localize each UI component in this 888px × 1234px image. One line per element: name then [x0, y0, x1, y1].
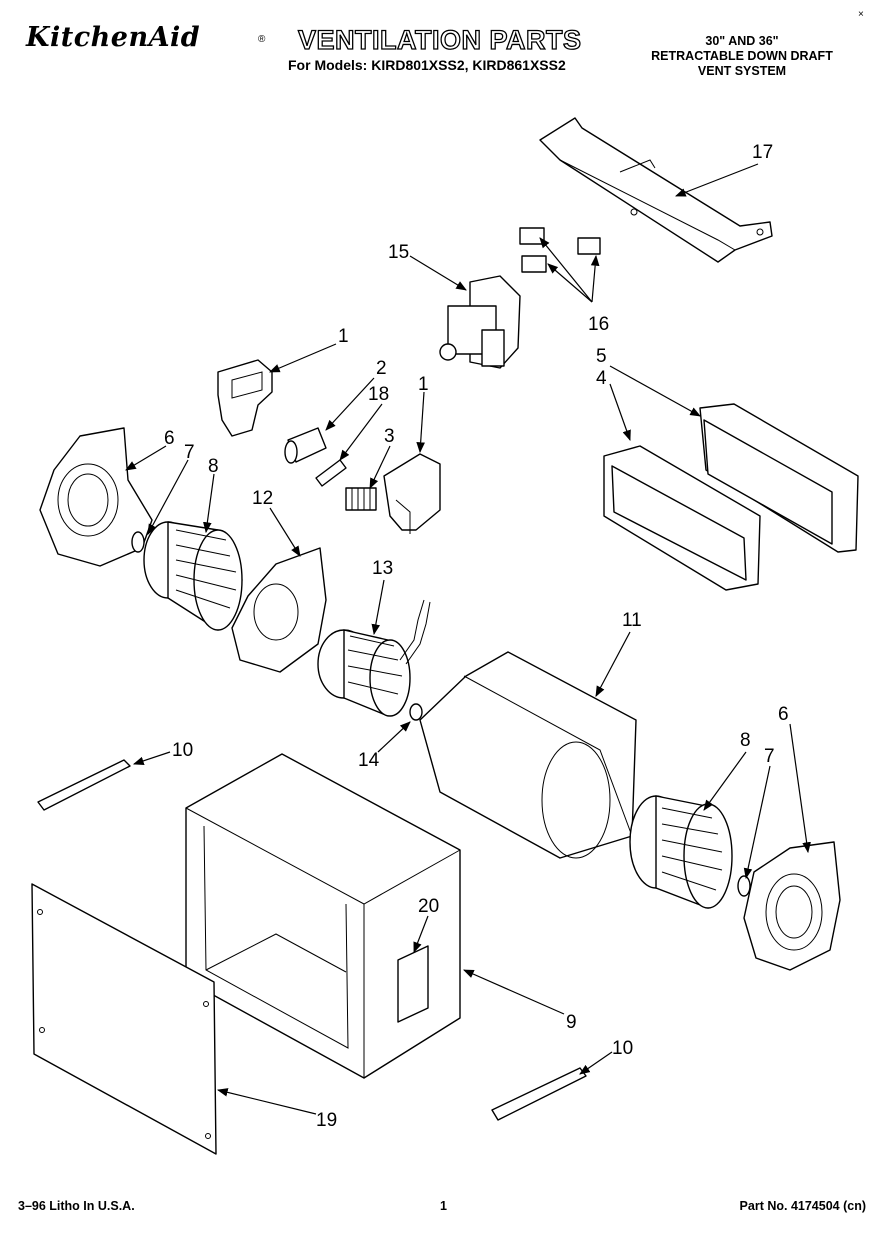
callout-7-right: 7	[764, 746, 775, 767]
callout-6-left: 6	[164, 428, 175, 449]
system-line-2: RETRACTABLE DOWN DRAFT	[651, 49, 833, 63]
part-10-rail-right	[491, 1067, 587, 1121]
brand-logo: KitchenAid	[26, 22, 201, 53]
footer-page-number: 1	[440, 1199, 447, 1213]
part-4-duct-adapter	[603, 445, 761, 591]
callout-5: 5	[596, 346, 607, 367]
part-12-motor-plate	[231, 547, 327, 673]
part-8-wheel-right	[629, 795, 733, 909]
callout-14: 14	[358, 750, 380, 771]
part-18-clip	[315, 459, 347, 487]
callout-8-right: 8	[740, 730, 751, 751]
callout-7-left: 7	[184, 442, 195, 463]
part-14-nut	[409, 703, 423, 721]
callout-20: 20	[418, 896, 439, 917]
part-6-housing-right	[743, 841, 841, 971]
registered-mark: ®	[258, 34, 266, 45]
part-1-relay-lower	[383, 453, 441, 534]
callout-10-right: 10	[612, 1038, 633, 1059]
part-15-transformer	[439, 275, 521, 369]
callout-6-right: 6	[778, 704, 789, 725]
part-3-terminal-block	[345, 487, 377, 511]
callout-8-left: 8	[208, 456, 219, 477]
callout-10-left: 10	[172, 740, 193, 761]
callout-11: 11	[622, 610, 642, 631]
part-1-relay-upper	[217, 359, 273, 437]
callout-18: 18	[368, 384, 389, 405]
callout-3: 3	[384, 426, 395, 447]
part-2-capacitor	[284, 427, 327, 464]
callout-15: 15	[388, 242, 409, 263]
callout-19: 19	[316, 1110, 337, 1131]
callout-1-lower: 1	[418, 374, 429, 395]
part-16-switches	[519, 227, 601, 273]
callout-leaders	[125, 163, 811, 1115]
corner-mark: ×	[858, 9, 864, 20]
callout-numbers: 17 15 16 1 2 18 1 3 5 4 6 7 8 12 13 11 6…	[164, 142, 789, 1131]
system-line-3: VENT SYSTEM	[697, 64, 787, 78]
callout-17: 17	[752, 142, 773, 163]
callout-13: 13	[372, 558, 393, 579]
part-19-panel	[31, 883, 217, 1155]
models-line: For Models: KIRD801XSS2, KIRD861XSS2	[288, 57, 566, 73]
part-20-label	[397, 945, 429, 1023]
part-8-wheel-left	[143, 521, 243, 631]
system-line-1: 30" AND 36"	[705, 34, 779, 48]
part-11-scroll-housing	[419, 651, 637, 859]
callout-1-upper: 1	[338, 326, 349, 347]
part-9-cabinet	[185, 753, 461, 1079]
page-title: VENTILATION PARTS	[297, 24, 582, 55]
callout-9: 9	[566, 1012, 577, 1033]
system-description: 30" AND 36" RETRACTABLE DOWN DRAFT VENT …	[622, 34, 862, 79]
callout-2: 2	[376, 358, 387, 379]
callout-4: 4	[596, 368, 607, 389]
part-6-housing-left	[39, 427, 153, 567]
footer-print-info: 3–96 Litho In U.S.A.	[18, 1199, 135, 1213]
part-13-motor	[317, 599, 431, 717]
part-7-hub-right	[737, 875, 751, 897]
callout-12: 12	[252, 488, 273, 509]
part-7-hub-left	[131, 531, 145, 553]
part-10-rail-left	[37, 759, 131, 811]
footer-part-number: Part No. 4174504 (cn)	[739, 1199, 866, 1213]
part-17-bracket	[539, 117, 773, 263]
part-5-duct-adapter	[699, 403, 859, 553]
callout-16: 16	[588, 314, 609, 335]
